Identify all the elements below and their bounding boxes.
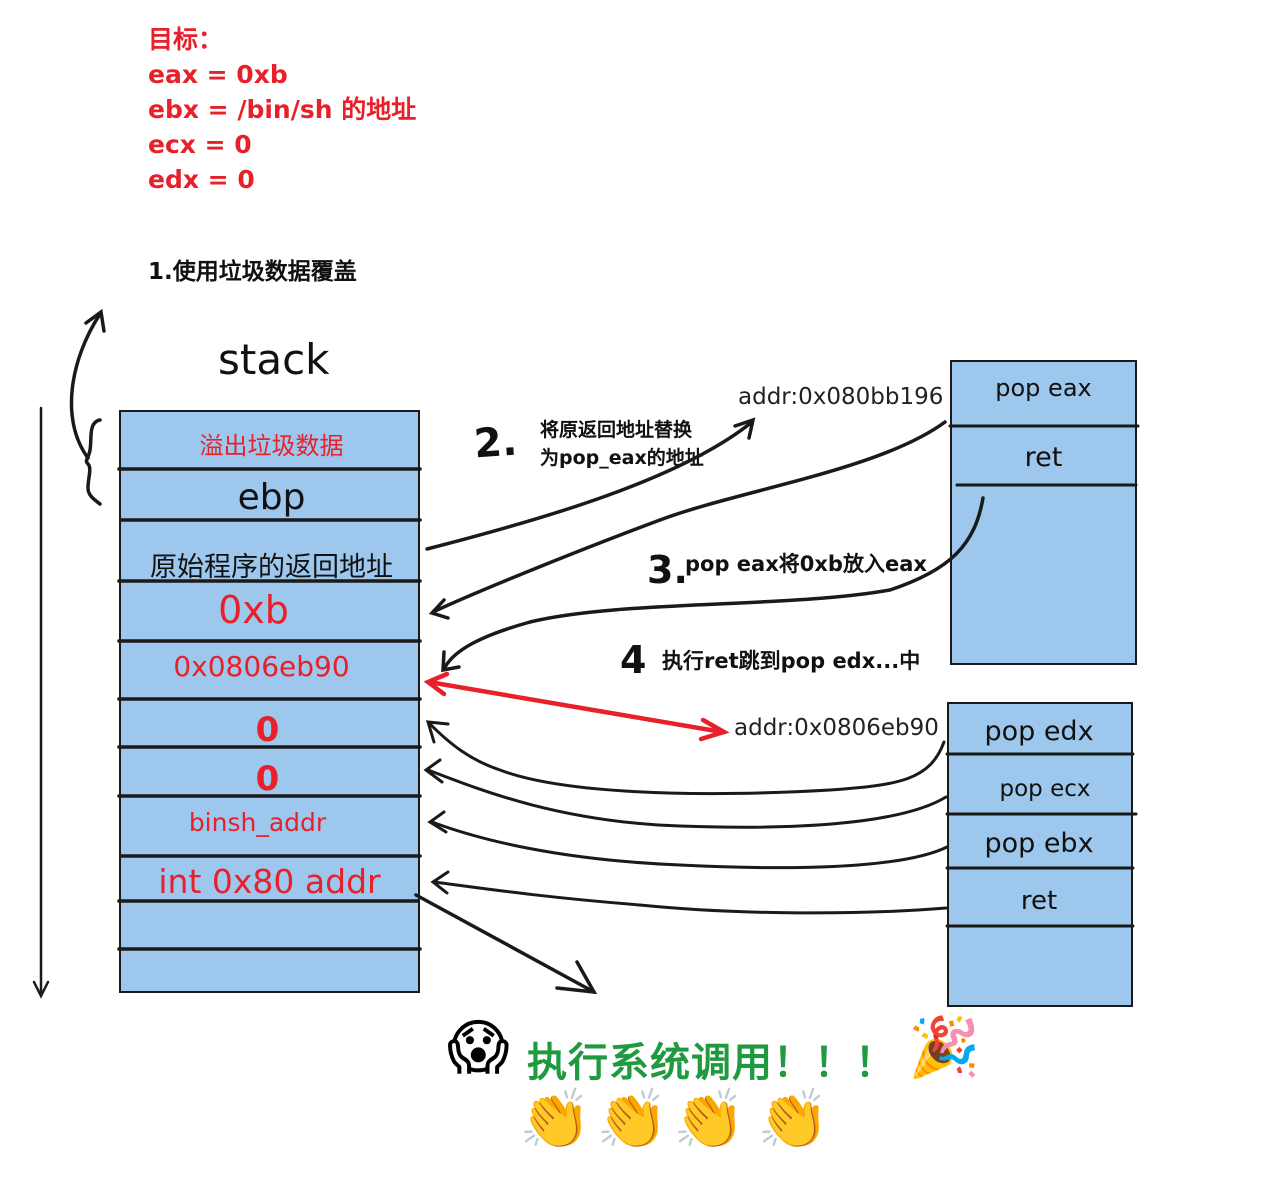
stack-cell-binsh: binsh_addr [188, 808, 327, 837]
stack-cell-0xb: 0xb [218, 588, 289, 632]
stack-cell-int80: int 0x80 addr [158, 862, 381, 901]
step3-text: pop eax将0xb放入eax [685, 552, 927, 576]
stack-cell-gadget-addr: 0x0806eb90 [173, 650, 350, 683]
clapping-hands-icon: 👏 [673, 1085, 746, 1153]
panel-edx-ret: ret [1020, 886, 1058, 916]
step2-text-line2: 为pop_eax的地址 [540, 447, 704, 469]
stack-dividers [117, 467, 422, 951]
step3-number: 3. [647, 548, 688, 592]
stack-cell-ret-addr: 原始程序的返回地址 [150, 552, 393, 583]
panel-eax-ret: ret [1024, 442, 1063, 473]
clapping-hands-icon: 👏 [596, 1085, 669, 1153]
step4-text: 执行ret跳到pop edx...中 [662, 649, 921, 673]
stack-title: stack [218, 335, 330, 384]
stack-cell-zero-2: 0 [255, 759, 280, 799]
step1-title: 1.使用垃圾数据覆盖 [148, 259, 357, 285]
addr-eax-gadget: addr:0x080bb196 [738, 384, 944, 410]
gadget-panel-eax: pop eax ret [950, 360, 1137, 665]
step2-text-line1: 将原返回地址替换 [540, 419, 693, 441]
step2-arrow [425, 417, 756, 551]
pop-eax-arrow [428, 420, 947, 620]
syscall-arrow [414, 893, 598, 995]
party-popper-icon: 🎉 [908, 1013, 981, 1081]
ret-int80-arrow [430, 870, 948, 915]
clapping-hands-icon: 👏 [757, 1085, 830, 1153]
goal-title: 目标： [148, 25, 224, 54]
clapping-hands-icon: 👏 [519, 1085, 592, 1153]
addr-edx-gadget: addr:0x0806eb90 [734, 715, 939, 741]
syscall-text: 执行系统调用！！！ [527, 1040, 896, 1086]
pop-ebx-arrow [427, 810, 949, 870]
stack-direction-arrow [32, 406, 50, 999]
goal-line-ebx: ebx = /bin/sh 的地址 [148, 95, 417, 124]
goal-line-edx: edx = 0 [148, 165, 255, 194]
overflow-brace-arrow [69, 308, 106, 506]
panel-eax-pop: pop eax [995, 374, 1092, 402]
shocked-face-icon: 😱 [447, 1013, 510, 1083]
pop-edx-arrow [425, 720, 946, 796]
step4-number: 4 [620, 638, 647, 682]
panel-dividers [945, 424, 1140, 928]
panel-edx-pop-edx: pop edx [984, 716, 1094, 747]
stack-cell-junk: 溢出垃圾数据 [199, 432, 344, 460]
stack-cell-zero-1: 0 [255, 710, 280, 750]
stack-diagram: 溢出垃圾数据 ebp 原始程序的返回地址 0xb 0x0806eb90 0 0 … [119, 410, 420, 993]
red-link-arrow [423, 671, 730, 742]
goal-line-ecx: ecx = 0 [148, 130, 252, 159]
pop-ecx-arrow [423, 758, 948, 829]
panel-edx-pop-ecx: pop ecx [999, 776, 1091, 802]
ret-arrow [441, 496, 985, 673]
panel-edx-pop-ebx: pop ebx [984, 828, 1094, 859]
stack-cell-ebp: ebp [237, 477, 306, 518]
goal-line-eax: eax = 0xb [148, 60, 288, 89]
